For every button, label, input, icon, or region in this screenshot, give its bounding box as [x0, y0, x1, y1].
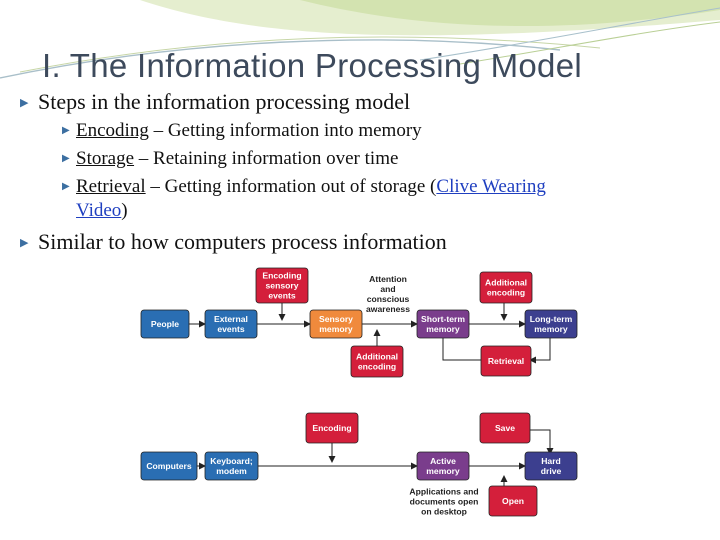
- bullet-computers-text: Similar to how computers process informa…: [38, 229, 447, 254]
- additional-encoding-mid-box-label: Additional: [356, 352, 398, 362]
- external-events-box-label: External: [214, 314, 248, 324]
- external-events-box-label: events: [217, 324, 244, 334]
- arrow-save-right: [530, 429, 554, 455]
- people-box-label: People: [151, 319, 179, 329]
- bullet-steps-text: Steps in the information processing mode…: [38, 89, 411, 114]
- retrieval-term: Retrieval: [76, 176, 146, 197]
- keyboard-modem-box: Keyboard;modem: [204, 451, 259, 481]
- computers-box-label: Computers: [146, 461, 192, 471]
- long-term-memory-box-label: Long-term: [530, 314, 573, 324]
- bullet-arrow-icon: ▶: [20, 237, 29, 249]
- bullet-computers: ▶ Similar to how computers process inform…: [20, 229, 447, 255]
- bullet-arrow-icon: ▶: [62, 153, 70, 164]
- encoding-sensory-events-box-label: events: [268, 291, 295, 301]
- encoding-comp-box: Encoding: [305, 412, 359, 444]
- bullet-arrow-icon: ▶: [62, 125, 70, 136]
- header-decoration: [0, 0, 720, 79]
- active-memory-box-label: Active: [430, 456, 456, 466]
- bullet-steps: ▶ Steps in the information processing mod…: [20, 89, 410, 115]
- retrieval-box: Retrieval: [480, 345, 532, 377]
- people-box: People: [140, 309, 190, 339]
- attention-label-label: conscious: [367, 294, 410, 304]
- bullet-encoding: ▶ Encoding – Getting information into mem…: [62, 120, 422, 142]
- bullet-retrieval: ▶ Retrieval – Getting information out of …: [62, 176, 546, 198]
- save-box: Save: [479, 412, 531, 444]
- hard-drive-box-label: drive: [541, 466, 562, 476]
- bullet-storage: ▶ Storage – Retaining information over ti…: [62, 148, 398, 170]
- video-link[interactable]: Video: [76, 200, 122, 221]
- bullet-arrow-icon: ▶: [62, 181, 70, 192]
- open-box: Open: [488, 485, 538, 517]
- encoding-desc: – Getting information into memory: [148, 120, 422, 141]
- arrow-retrieval-short: [439, 329, 481, 361]
- long-term-memory-box-label: memory: [534, 324, 568, 334]
- bullet-retrieval-cont: Video): [76, 200, 128, 222]
- attention-label-label: awareness: [366, 304, 410, 314]
- attention-label-label: and: [380, 284, 395, 294]
- encoding-comp-box-label: Encoding: [312, 423, 351, 433]
- keyboard-modem-box-label: Keyboard;: [210, 456, 253, 466]
- short-term-memory-box-label: Short-term: [421, 314, 465, 324]
- save-box-label: Save: [495, 423, 515, 433]
- retrieval-close: ): [121, 200, 128, 221]
- diagram-arrows: [189, 303, 554, 503]
- sensory-memory-box-label: Sensory: [319, 314, 353, 324]
- additional-encoding-top-box-label: encoding: [487, 288, 525, 298]
- hard-drive-box-label: Hard: [541, 456, 561, 466]
- slide-title: I. The Information Processing Model: [42, 47, 582, 84]
- bullet-arrow-icon: ▶: [20, 97, 29, 109]
- additional-encoding-mid-box-label: encoding: [358, 362, 396, 372]
- arrow-long-retrieval: [529, 337, 551, 364]
- computers-box: Computers: [140, 451, 198, 481]
- short-term-memory-box-label: memory: [426, 324, 460, 334]
- retrieval-box-label: Retrieval: [488, 356, 524, 366]
- storage-desc: – Retaining information over time: [134, 148, 399, 169]
- open-box-label: Open: [502, 496, 524, 506]
- attention-label-label: Attention: [369, 274, 407, 284]
- keyboard-modem-box-label: modem: [216, 466, 247, 476]
- encoding-sensory-events-box-label: Encoding: [262, 271, 301, 281]
- applications-label-label: documents open: [410, 497, 479, 507]
- clive-wearing-link[interactable]: Clive Wearing: [436, 176, 546, 197]
- applications-label-label: on desktop: [421, 507, 467, 517]
- encoding-term: Encoding: [76, 120, 149, 141]
- additional-encoding-top-box-label: Additional: [485, 278, 527, 288]
- encoding-sensory-events-box-label: sensory: [266, 281, 299, 291]
- applications-label-label: Applications and: [409, 487, 478, 497]
- storage-term: Storage: [76, 148, 135, 169]
- active-memory-box-label: memory: [426, 466, 460, 476]
- retrieval-desc: – Getting information out of storage (: [145, 176, 437, 197]
- sensory-memory-box-label: memory: [319, 324, 353, 334]
